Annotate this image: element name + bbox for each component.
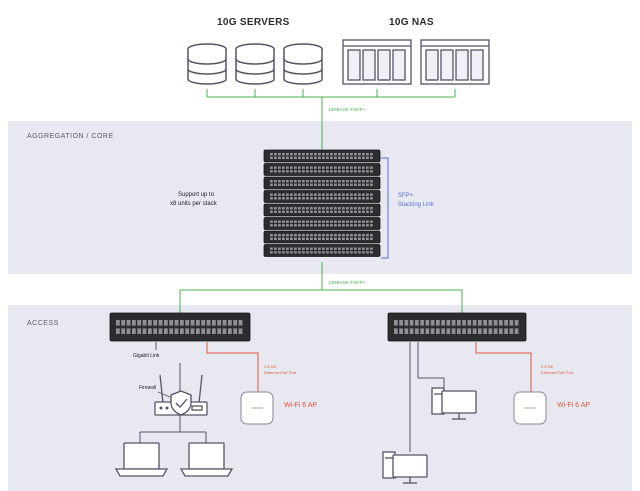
stacking-label-line2: Stacking Link: [398, 202, 434, 208]
top-link-label: 10GBASE-T/SFP+: [328, 107, 366, 112]
server-icon: [235, 43, 275, 85]
desktop-computer-icon: [431, 387, 477, 420]
wifi-ap-icon: [513, 391, 547, 425]
stacked-switch-unit: [263, 149, 381, 163]
stacked-switch-unit: [263, 163, 381, 176]
desktop-computer-icon: [382, 451, 428, 484]
stacking-link-line: [381, 157, 389, 259]
firewall-label-line: [157, 391, 171, 398]
stack-note-line2: x8 units per stack: [170, 201, 217, 207]
poe-left-line1: 2.5 GE: [264, 364, 277, 369]
poe-right-line2: Ethernet PoE Port: [541, 370, 574, 375]
stacked-switch-unit: [263, 244, 381, 257]
nas-title: 10G NAS: [389, 17, 434, 28]
ap-left-label: Wi-Fi 6 AP: [284, 402, 318, 409]
access-switch-left: [109, 312, 251, 342]
nas-icon: [420, 39, 490, 85]
stack-note-line1: Support up to: [178, 192, 215, 198]
stacked-switch-unit: [263, 190, 381, 203]
server-icon: [187, 43, 227, 85]
stacked-switch-unit: [263, 176, 381, 190]
stacking-label-line1: SFP+: [398, 193, 414, 199]
mid-link-label: 10GBASE-T/SFP+: [328, 280, 366, 285]
servers-title: 10G SERVERS: [217, 17, 290, 28]
stacked-switch-unit: [263, 217, 381, 230]
gigabit-link-label: Gigabit Link: [133, 353, 160, 359]
ap-right-label: Wi-Fi 6 AP: [557, 402, 591, 409]
top-link-lines: [206, 89, 456, 150]
stacked-switch-unit: [263, 203, 381, 217]
laptop-icon: [114, 442, 169, 477]
aggregation-section-label: AGGREGATION / CORE: [27, 133, 114, 140]
laptop-icon: [179, 442, 234, 477]
access-switch-right: [387, 312, 527, 342]
right-device-lines: [409, 342, 445, 452]
poe-right-line1: 2.5 GE: [541, 364, 554, 369]
server-icon: [283, 43, 323, 85]
firewall-label: Firewall: [139, 385, 157, 391]
poe-link-right: [475, 342, 532, 392]
stacked-switch-unit: [263, 230, 381, 244]
shield-icon: [170, 390, 192, 416]
wifi-ap-icon: [240, 391, 274, 425]
poe-link-left: [206, 342, 259, 392]
nas-icon: [342, 39, 412, 85]
mid-link-lines: [179, 262, 463, 313]
core-switch-stack: [263, 149, 381, 257]
poe-left-line2: Ethernet PoE Port: [264, 370, 297, 375]
access-section-label: ACCESS: [27, 320, 59, 327]
